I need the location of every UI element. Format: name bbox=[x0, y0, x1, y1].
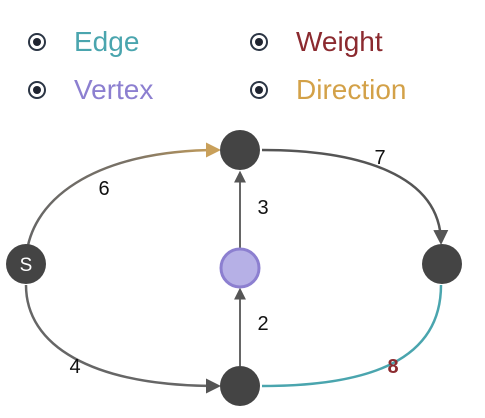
radio-bullet-icon bbox=[250, 81, 268, 99]
vertex-bottom bbox=[220, 366, 260, 406]
legend-label-vertex: Vertex bbox=[74, 74, 154, 105]
weight-s-top: 6 bbox=[98, 178, 109, 200]
legend-label-edge: Edge bbox=[74, 26, 140, 57]
weight-top-right: 7 bbox=[374, 147, 385, 169]
weight-bottom-mid: 2 bbox=[257, 313, 268, 335]
legend-label-weight: Weight bbox=[296, 26, 383, 57]
radio-bullet-icon bbox=[28, 33, 46, 51]
vertex-top bbox=[220, 130, 260, 170]
weight-s-bottom: 4 bbox=[69, 356, 80, 378]
vertex-right bbox=[422, 244, 462, 284]
legend-item-weight: Weight bbox=[250, 22, 383, 62]
vertex-source-label: S bbox=[20, 255, 33, 276]
weight-bottom-right: 8 bbox=[387, 356, 398, 378]
radio-bullet-icon bbox=[250, 33, 268, 51]
legend-label-direction: Direction bbox=[296, 74, 407, 105]
vertex-source bbox=[6, 244, 46, 284]
edge-bottom-right bbox=[261, 284, 443, 388]
legend-item-direction: Direction bbox=[250, 70, 406, 110]
legend: Edge Vertex Weight Direction bbox=[0, 0, 485, 115]
legend-item-vertex: Vertex bbox=[28, 70, 153, 110]
edge-s-top bbox=[24, 142, 221, 265]
edge-top-right bbox=[261, 148, 449, 245]
vertex-middle bbox=[219, 247, 261, 289]
legend-item-edge: Edge bbox=[28, 22, 139, 62]
radio-bullet-icon bbox=[28, 81, 46, 99]
edge-s-bottom bbox=[24, 284, 221, 394]
weight-mid-top: 3 bbox=[257, 197, 268, 219]
